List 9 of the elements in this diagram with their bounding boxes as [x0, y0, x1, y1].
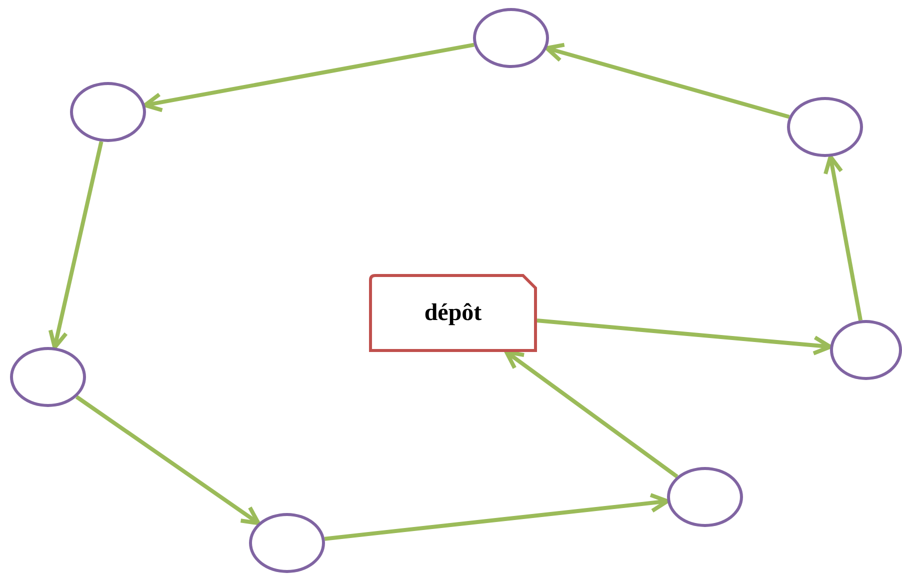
arrow [544, 42, 790, 119]
arrow [504, 350, 678, 478]
arrow [143, 42, 474, 112]
arrow [75, 395, 260, 526]
arrow [823, 154, 863, 321]
arrow [324, 492, 670, 541]
node-label: dépôt [424, 300, 482, 326]
arrow [536, 318, 832, 356]
arrow [48, 141, 104, 350]
